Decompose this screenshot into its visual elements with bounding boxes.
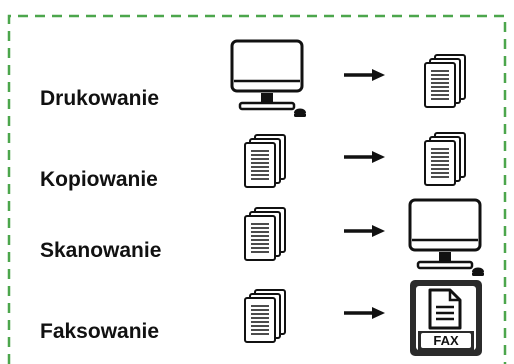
label-skanowanie: Skanowanie: [40, 239, 162, 262]
document-stack-icon: [424, 132, 466, 186]
arrow-right-icon: [342, 305, 387, 321]
document-stack-icon: [244, 289, 286, 343]
computer-monitor-icon: [408, 198, 486, 278]
arrow-right-icon: [342, 223, 387, 239]
label-kopiowanie: Kopiowanie: [40, 168, 158, 191]
document-stack-icon: [424, 54, 466, 108]
label-faksowanie: Faksowanie: [40, 320, 160, 343]
label-drukowanie: Drukowanie: [40, 87, 160, 110]
computer-monitor-icon: [230, 39, 308, 119]
document-stack-icon: [244, 134, 286, 188]
arrow-right-icon: [342, 149, 387, 165]
arrow-right-icon: [342, 67, 387, 83]
document-stack-icon: [244, 207, 286, 261]
fax-icon-text: FAX: [433, 333, 459, 348]
fax-icon: FAX: [410, 280, 482, 356]
